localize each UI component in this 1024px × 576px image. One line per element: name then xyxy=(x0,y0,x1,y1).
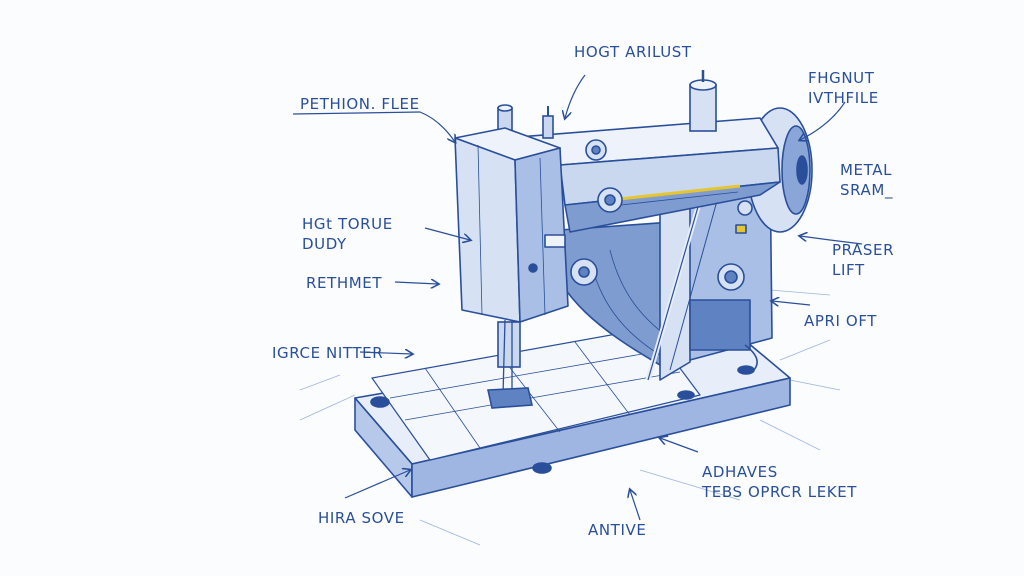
label-bottom-right-line1: ADHAVES xyxy=(702,463,778,481)
label-bottom-right-line2: TEBS OPRCR LEKET xyxy=(702,483,858,502)
label-left-rethmet: RETHMET xyxy=(306,274,383,292)
label-right-metal-line1: METAL xyxy=(840,161,893,179)
machine-column xyxy=(645,159,773,381)
label-top-right-line2: IVTHFILE xyxy=(808,89,879,108)
label-top-right-line1: FHGNUT xyxy=(808,69,875,87)
label-top-left: PETHION. FLEE xyxy=(300,95,420,113)
label-bottom-right: ADHAVES TEBS OPRCR LEKET xyxy=(702,462,857,503)
label-left-torque-line1: HGt TORUE xyxy=(302,215,393,233)
floor-guide-lines xyxy=(299,289,841,546)
leader-lines xyxy=(292,74,863,521)
label-right-metal: METAL SRAM_ xyxy=(840,160,893,201)
label-top-right: FHGNUT IVTHFILE xyxy=(808,68,879,109)
label-left-igrce: IGRCE NITTER xyxy=(272,344,384,362)
label-right-metal-line2: SRAM_ xyxy=(840,181,894,200)
label-left-torque-line2: DUDY xyxy=(302,235,347,254)
label-right-apri: APRI OFT xyxy=(804,312,878,330)
label-right-praser: PRASER LIFT xyxy=(832,240,894,281)
label-right-praser-line2: LIFT xyxy=(832,261,865,280)
needle-presser-foot xyxy=(487,319,533,409)
label-right-praser-line1: PRASER xyxy=(832,241,895,259)
label-bottom-center: ANTIVE xyxy=(588,521,647,539)
thread-spools xyxy=(497,70,717,139)
label-top-center: HOGT ARILUST xyxy=(574,43,692,61)
machine-head xyxy=(454,127,598,323)
label-bottom-left: HIRA SOVE xyxy=(318,509,405,527)
label-left-torque: HGt TORUE DUDY xyxy=(302,214,393,255)
